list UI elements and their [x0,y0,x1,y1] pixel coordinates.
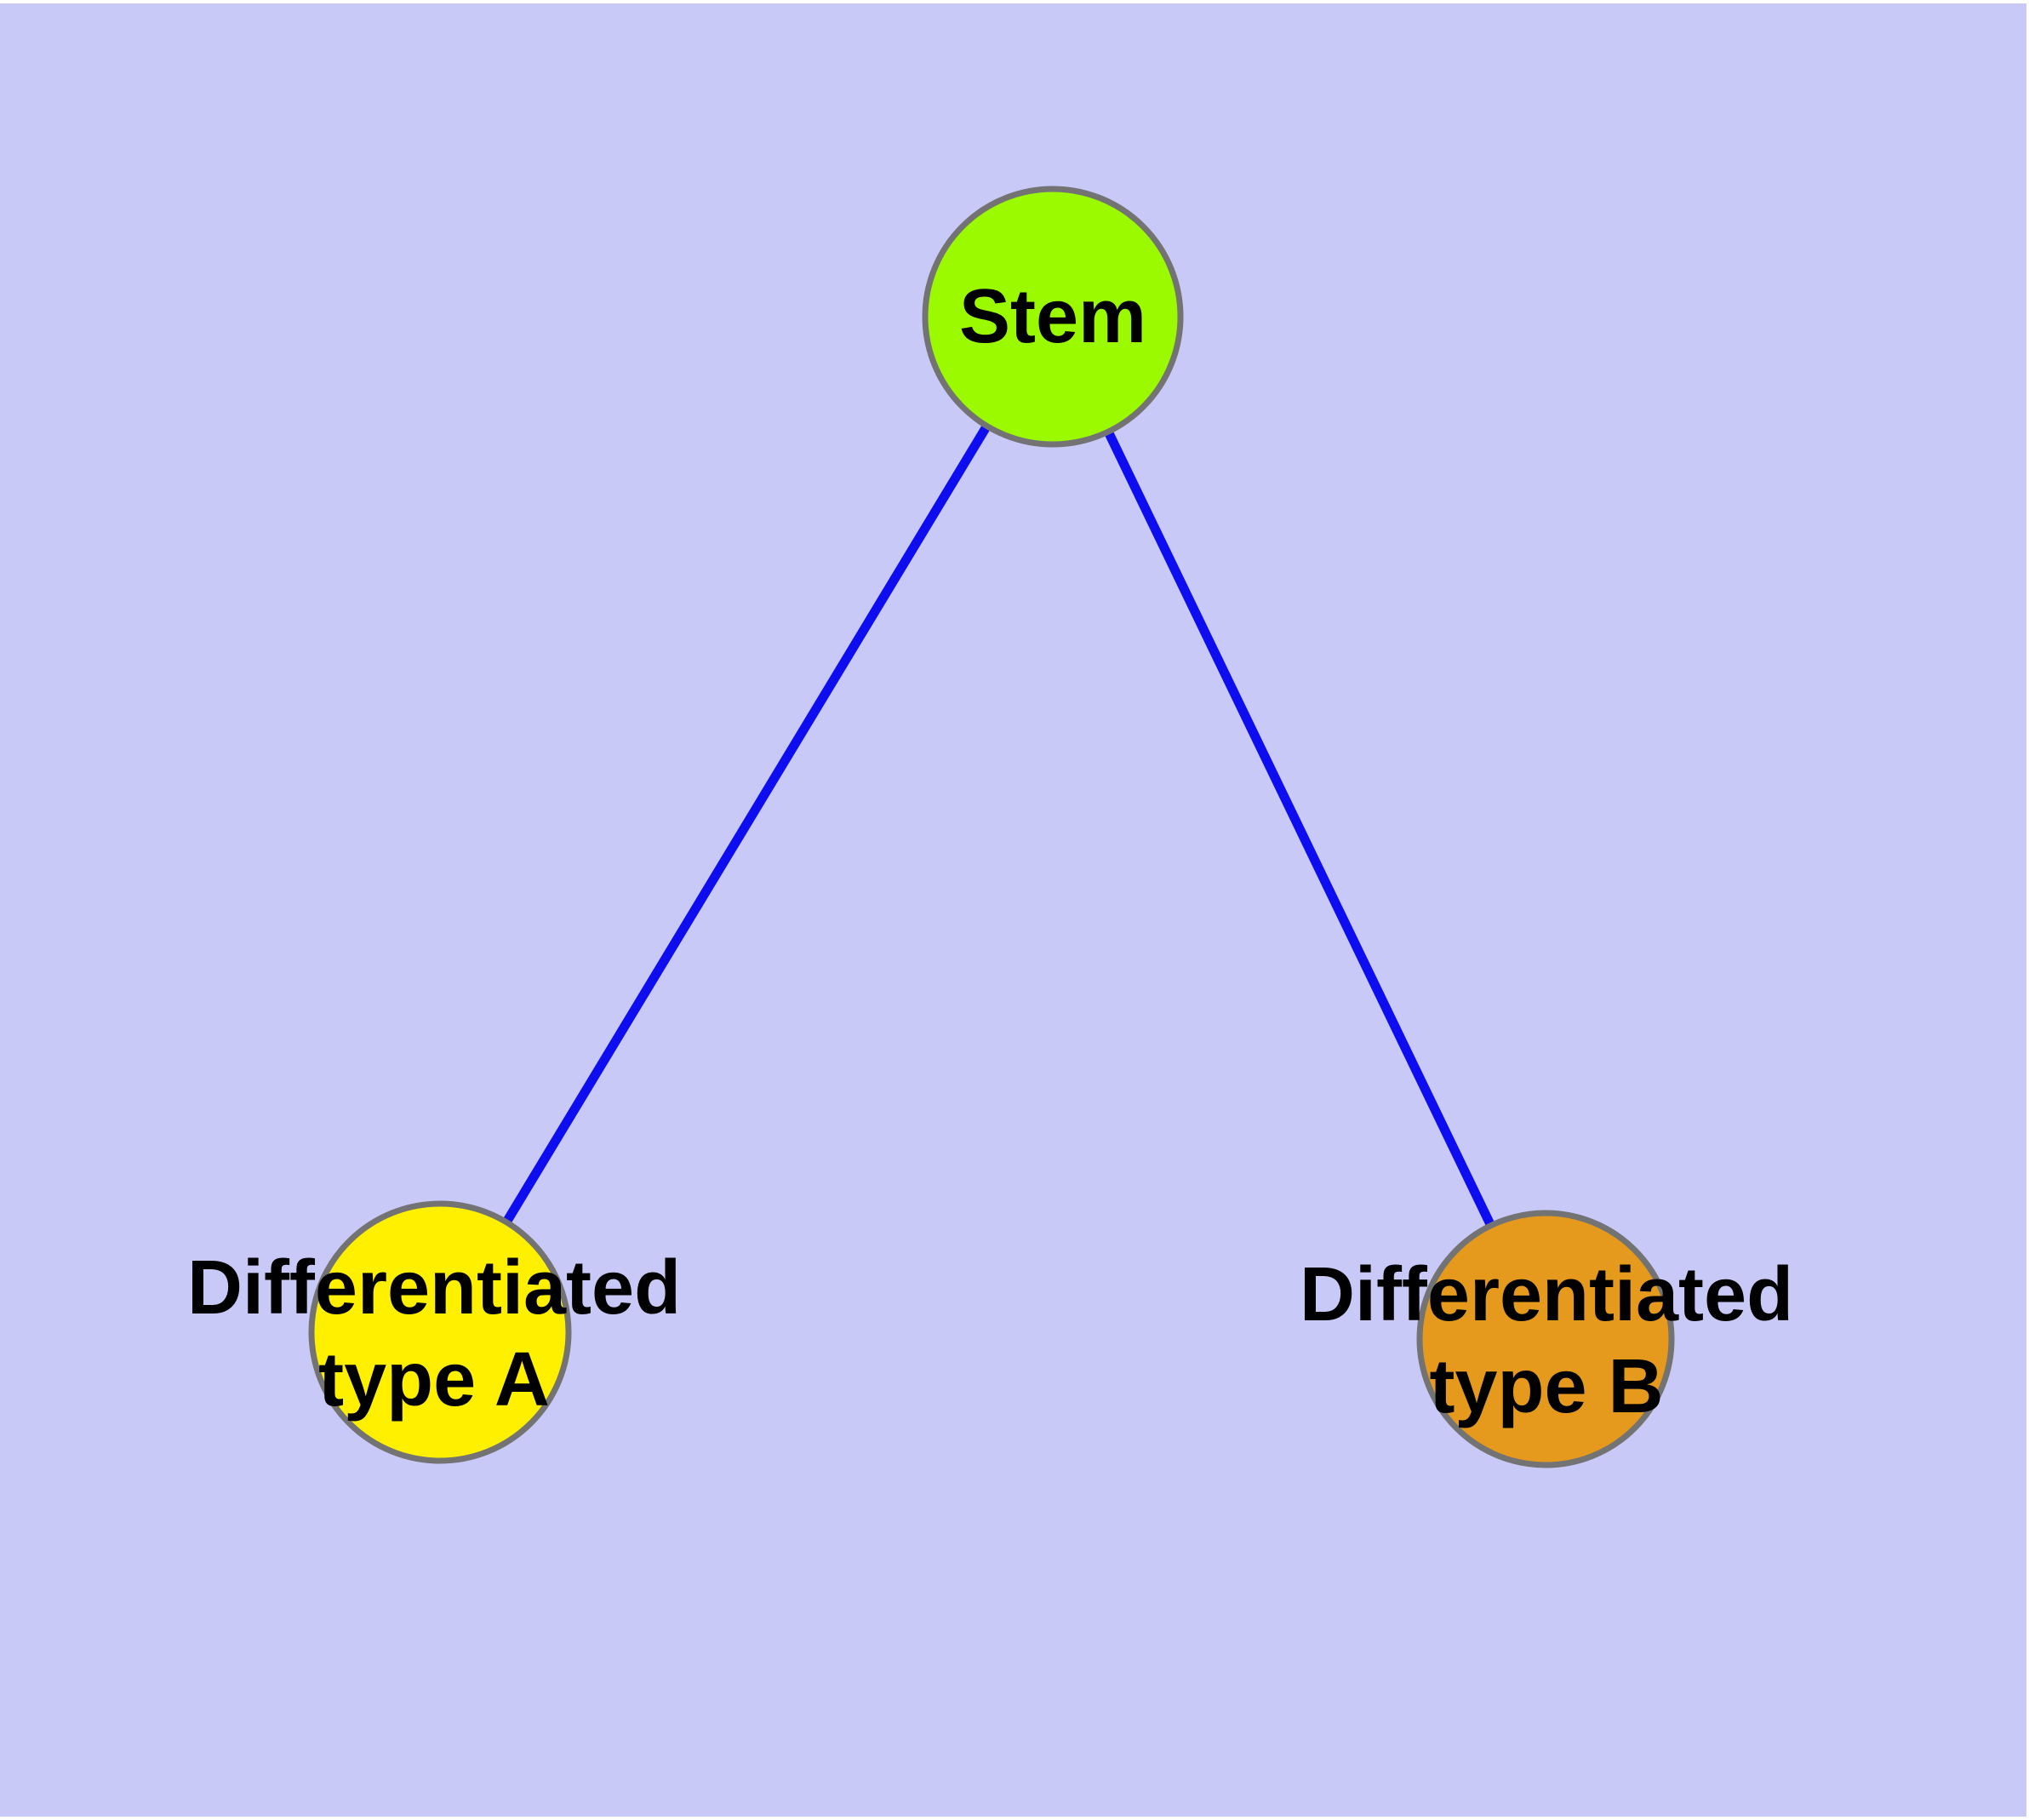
node-differentiated-type-a [308,1200,572,1464]
node-differentiated-type-b [1416,1210,1675,1468]
edge-stem-to-type-b [1048,312,1551,1344]
edge-stem-to-type-a [435,312,1058,1337]
node-stem [922,186,1184,448]
